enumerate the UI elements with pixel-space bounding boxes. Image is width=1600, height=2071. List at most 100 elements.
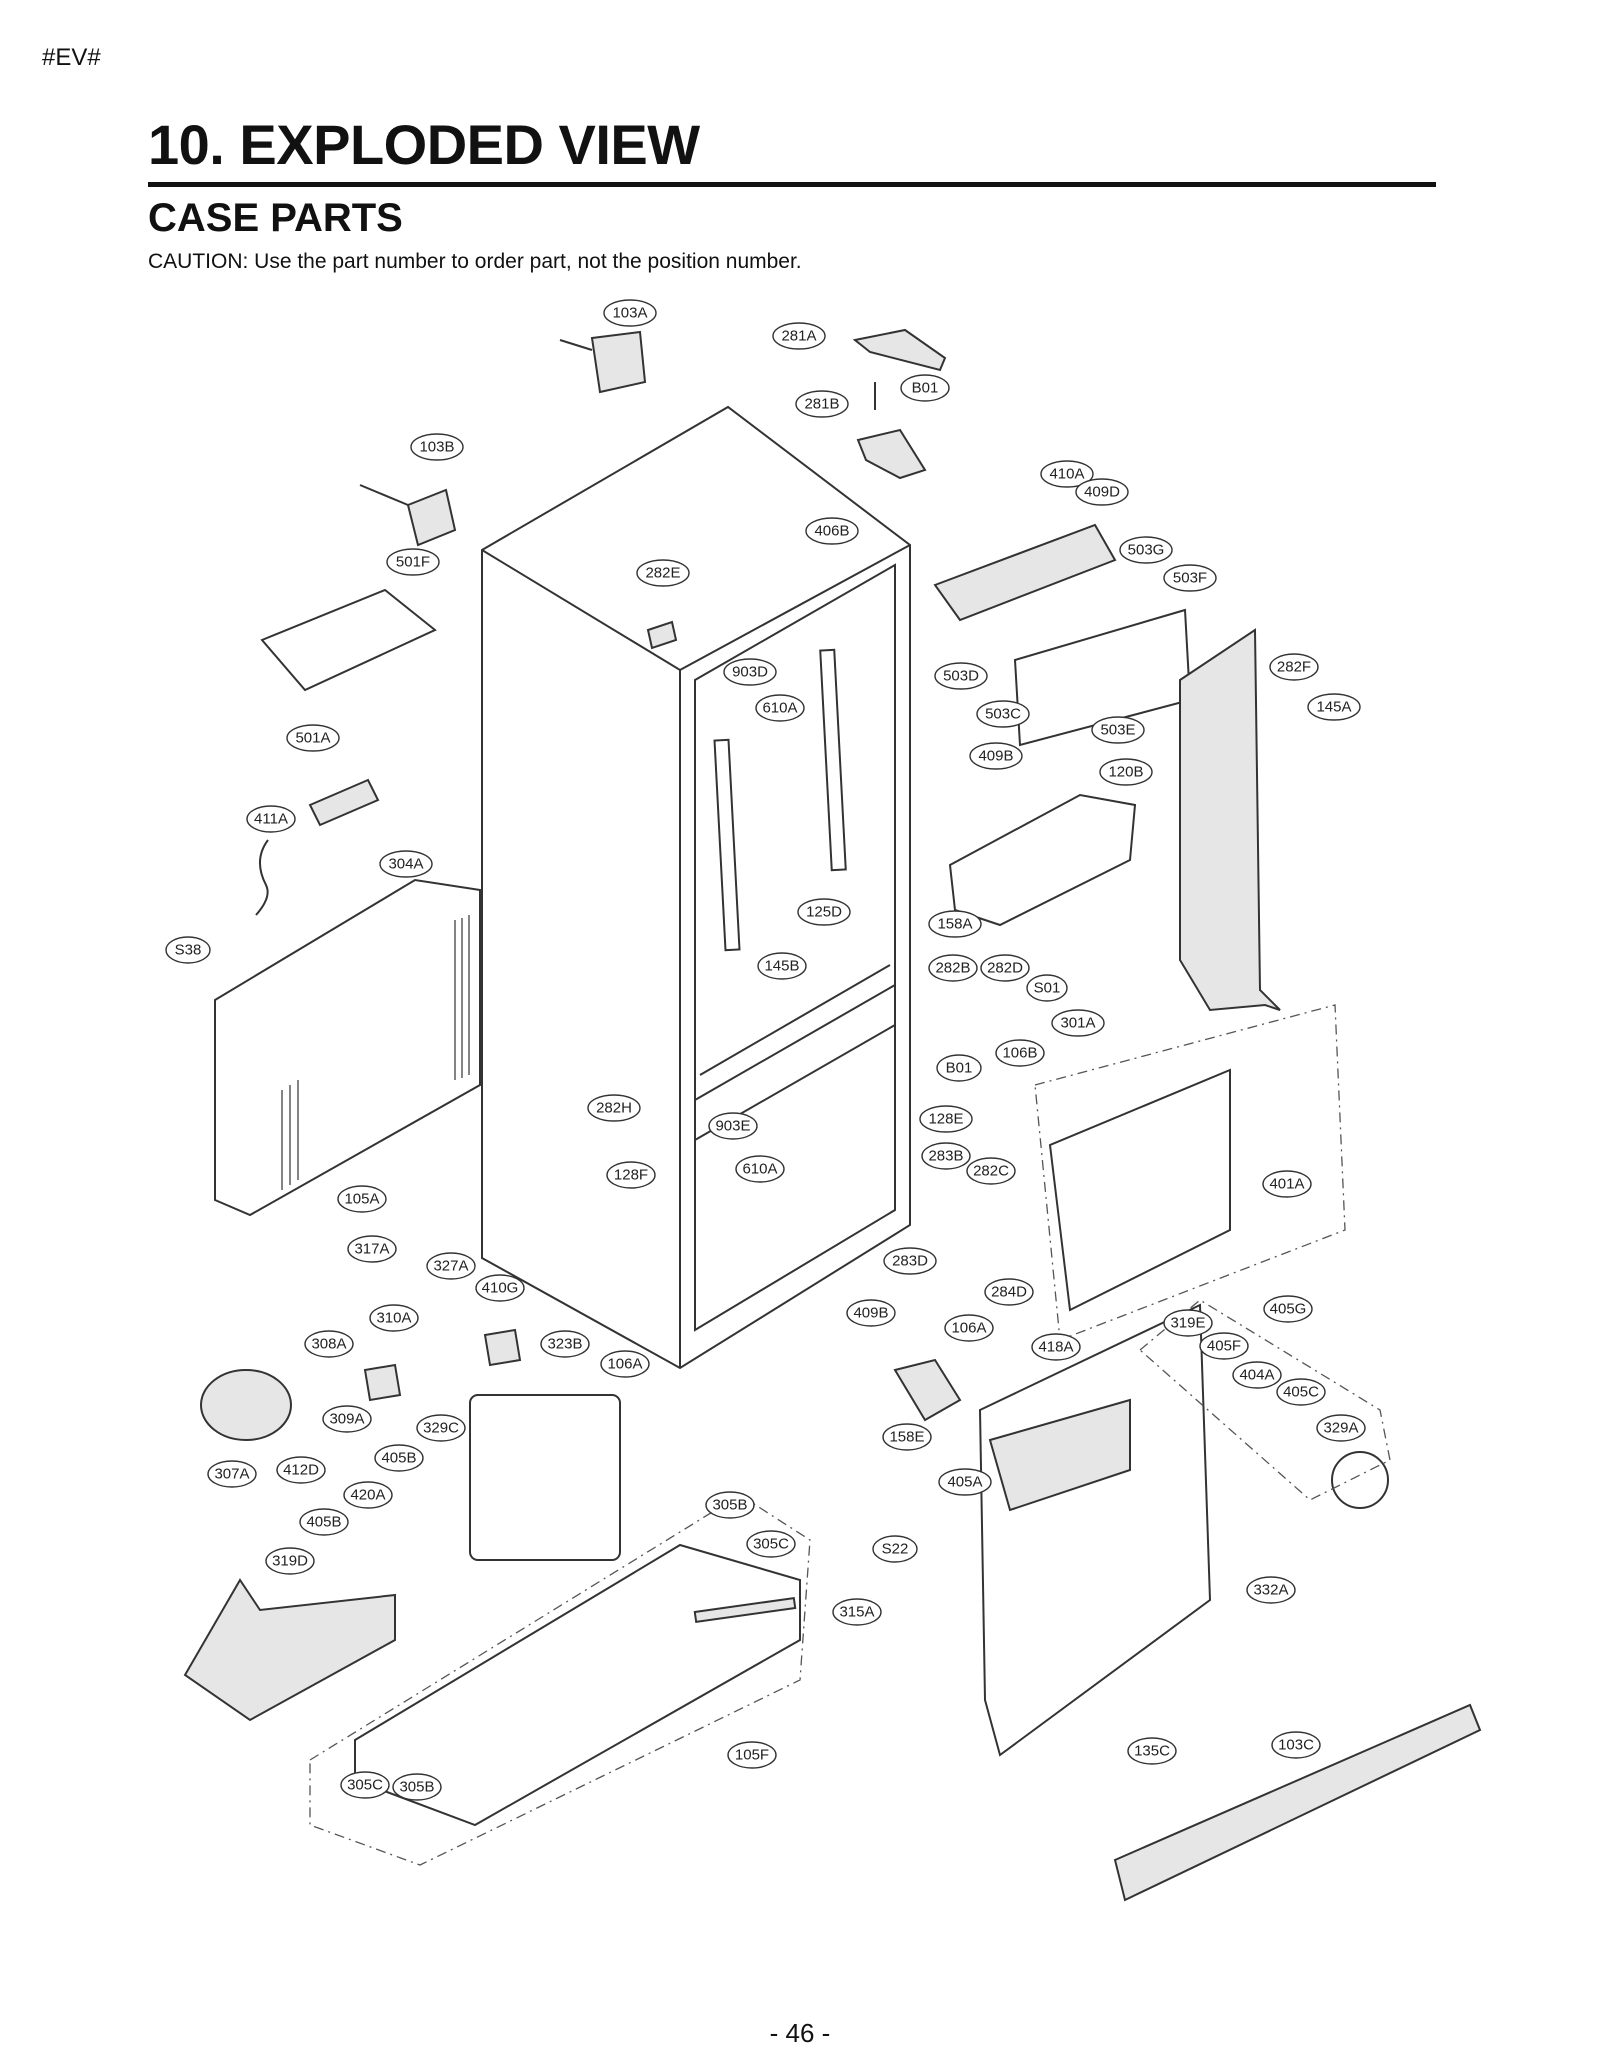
- svg-text:409B: 409B: [853, 1305, 888, 1322]
- callout: 405B: [299, 1508, 349, 1536]
- svg-text:283D: 283D: [892, 1253, 928, 1270]
- svg-text:501F: 501F: [396, 554, 430, 571]
- svg-text:106A: 106A: [607, 1356, 642, 1373]
- callout: 283B: [921, 1142, 971, 1170]
- callout: 319E: [1163, 1309, 1213, 1337]
- callout: 903D: [723, 658, 777, 686]
- svg-text:281A: 281A: [781, 328, 816, 345]
- callout: 401A: [1262, 1170, 1312, 1198]
- svg-text:309A: 309A: [329, 1411, 364, 1428]
- svg-text:317A: 317A: [354, 1241, 389, 1258]
- callout: 281A: [772, 322, 826, 350]
- title-rule: [148, 182, 1436, 187]
- svg-text:B01: B01: [946, 1060, 973, 1077]
- svg-text:503E: 503E: [1100, 722, 1135, 739]
- svg-text:283B: 283B: [928, 1148, 963, 1165]
- svg-text:405G: 405G: [1270, 1301, 1307, 1318]
- svg-text:307A: 307A: [214, 1466, 249, 1483]
- callout: 405A: [938, 1468, 992, 1496]
- hinge-parts: [359, 328, 947, 547]
- callout: 106A: [600, 1350, 650, 1378]
- callout: 282E: [636, 559, 690, 587]
- callout: S22: [872, 1535, 918, 1563]
- svg-text:128F: 128F: [614, 1167, 648, 1184]
- callout: 125D: [797, 898, 851, 926]
- svg-text:284D: 284D: [991, 1284, 1027, 1301]
- callout: 404A: [1232, 1361, 1282, 1389]
- callout: 128E: [919, 1105, 973, 1133]
- svg-text:903E: 903E: [715, 1118, 750, 1135]
- callout: 410G: [475, 1274, 525, 1302]
- svg-text:301A: 301A: [1060, 1015, 1095, 1032]
- callout: 323B: [540, 1330, 590, 1358]
- callout: 283D: [883, 1247, 937, 1275]
- callout: 120B: [1099, 758, 1153, 786]
- callout: 103B: [410, 433, 464, 461]
- svg-text:409B: 409B: [978, 748, 1013, 765]
- page-tag: #EV#: [42, 44, 101, 71]
- svg-text:329A: 329A: [1323, 1420, 1358, 1437]
- svg-text:305C: 305C: [347, 1777, 383, 1794]
- svg-text:610A: 610A: [762, 700, 797, 717]
- callout: 501F: [386, 548, 440, 576]
- callout: 158E: [882, 1423, 932, 1451]
- svg-text:610A: 610A: [742, 1161, 777, 1178]
- svg-text:305B: 305B: [712, 1497, 747, 1514]
- callout: 332A: [1246, 1576, 1296, 1604]
- svg-text:305C: 305C: [753, 1536, 789, 1553]
- svg-text:412D: 412D: [283, 1462, 319, 1479]
- svg-text:903D: 903D: [732, 664, 768, 681]
- svg-text:401A: 401A: [1269, 1176, 1304, 1193]
- callout: 282F: [1269, 653, 1319, 681]
- callout: 503E: [1091, 716, 1145, 744]
- svg-text:282F: 282F: [1277, 659, 1311, 676]
- svg-text:404A: 404A: [1239, 1367, 1274, 1384]
- callout: 106B: [995, 1039, 1045, 1067]
- callout: 305B: [705, 1491, 755, 1519]
- svg-text:282H: 282H: [596, 1100, 632, 1117]
- svg-text:410G: 410G: [482, 1280, 519, 1297]
- left-parts: [183, 588, 621, 1722]
- svg-text:128E: 128E: [928, 1111, 963, 1128]
- svg-text:308A: 308A: [311, 1336, 346, 1353]
- svg-text:106B: 106B: [1002, 1045, 1037, 1062]
- svg-text:319E: 319E: [1170, 1315, 1205, 1332]
- svg-text:281B: 281B: [804, 396, 839, 413]
- svg-text:135C: 135C: [1134, 1743, 1170, 1760]
- callout: 405G: [1263, 1295, 1313, 1323]
- svg-text:310A: 310A: [376, 1310, 411, 1327]
- callout: 503G: [1119, 536, 1173, 564]
- callout: 420A: [343, 1481, 393, 1509]
- svg-text:503G: 503G: [1128, 542, 1165, 559]
- svg-text:319D: 319D: [272, 1553, 308, 1570]
- callout: 610A: [755, 694, 805, 722]
- callout: 307A: [207, 1460, 257, 1488]
- callout: 281B: [795, 390, 849, 418]
- callout: 315A: [832, 1598, 882, 1626]
- svg-text:145A: 145A: [1316, 699, 1351, 716]
- svg-text:409D: 409D: [1084, 484, 1120, 501]
- svg-text:S38: S38: [175, 942, 202, 959]
- svg-text:305B: 305B: [399, 1779, 434, 1796]
- callout: 305B: [392, 1773, 442, 1801]
- svg-text:405F: 405F: [1207, 1338, 1241, 1355]
- callout: 103A: [603, 299, 657, 327]
- callout: 305C: [746, 1530, 796, 1558]
- cabinet-drawing: [481, 405, 911, 1370]
- svg-text:304A: 304A: [388, 856, 423, 873]
- callout: 406B: [805, 517, 859, 545]
- svg-text:405B: 405B: [381, 1450, 416, 1467]
- callout: 503F: [1163, 564, 1217, 592]
- callout: 329C: [416, 1414, 466, 1442]
- svg-text:282D: 282D: [987, 960, 1023, 977]
- callout: 301A: [1051, 1009, 1105, 1037]
- svg-text:103B: 103B: [419, 439, 454, 456]
- svg-text:105F: 105F: [735, 1747, 769, 1764]
- svg-text:158E: 158E: [889, 1429, 924, 1446]
- svg-text:405B: 405B: [306, 1514, 341, 1531]
- svg-text:106A: 106A: [951, 1320, 986, 1337]
- callout: 145A: [1307, 693, 1361, 721]
- svg-text:503D: 503D: [943, 668, 979, 685]
- svg-text:405C: 405C: [1283, 1384, 1319, 1401]
- callout: B01: [900, 374, 950, 402]
